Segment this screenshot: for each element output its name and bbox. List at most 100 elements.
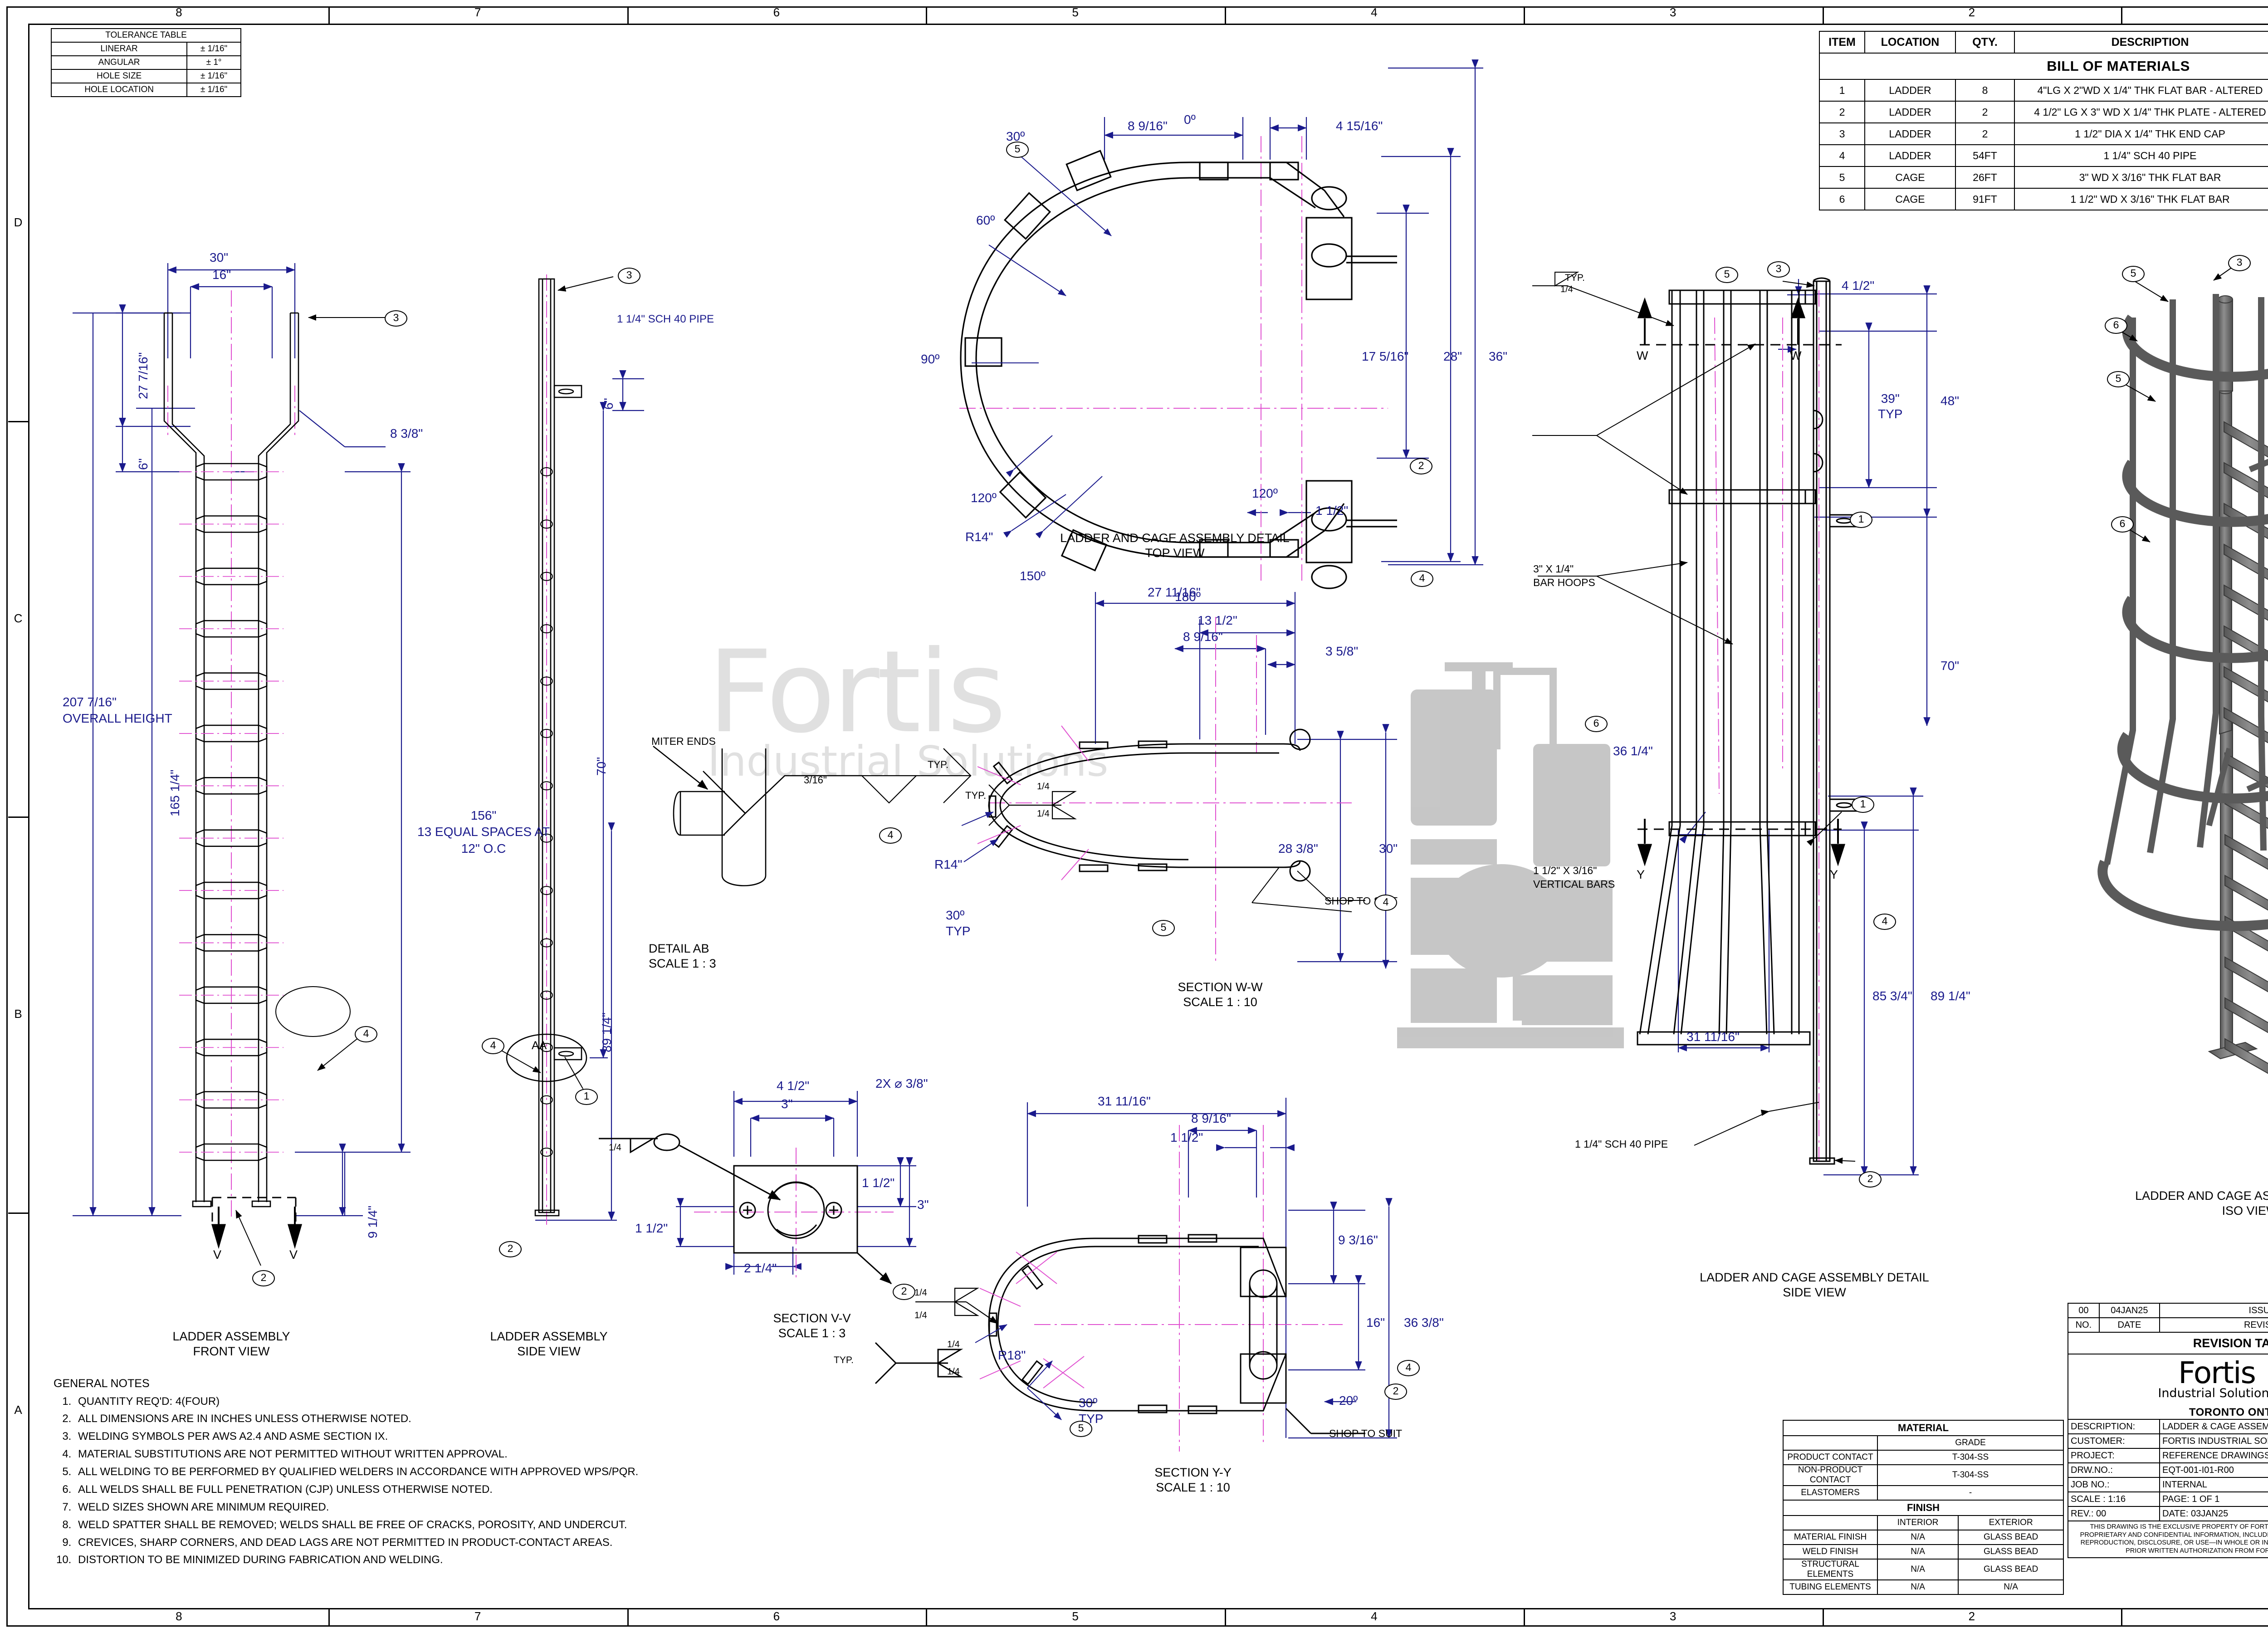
front-view-title: LADDER ASSEMBLY FRONT VIEW xyxy=(172,1330,290,1358)
bom-row: 4 LADDER 54FT 1 1/4" SCH 40 PIPE T-304-S… xyxy=(1819,144,2268,167)
section-yy-title: SECTION Y-Y SCALE 1 : 10 xyxy=(1154,1466,1232,1494)
general-note-item: DISTORTION TO BE MINIMIZED DURING FABRIC… xyxy=(74,1551,779,1569)
balloon-item-4: 4 xyxy=(482,1038,504,1054)
title-block-row: DESCRIPTION: LADDER & CAGE ASSEMBLY xyxy=(2068,1419,2268,1434)
dim-top-a: 8 9/16" xyxy=(1128,119,1168,133)
title-block-value: LADDER & CAGE ASSEMBLY xyxy=(2159,1419,2268,1434)
bom-cell-location: LADDER xyxy=(1864,79,1956,102)
material-title: MATERIAL xyxy=(1783,1420,2064,1436)
tolerance-label: HOLE SIZE xyxy=(50,69,188,83)
angle-120: 120º xyxy=(971,491,997,505)
sheet-border-outer xyxy=(6,6,2268,1627)
zone-bottom-3: 3 xyxy=(1669,1609,1677,1623)
zone-bottom-6: 6 xyxy=(773,1609,780,1623)
section-vv-title: SECTION V-V SCALE 1 : 3 xyxy=(773,1311,851,1340)
bom-cell-item: 5 xyxy=(1819,166,1865,189)
dim-cage-h: 31 11/16" xyxy=(1686,1030,1740,1044)
scale-field: SCALE : 1:16 xyxy=(2068,1491,2160,1507)
revision-date: 04JAN25 xyxy=(2098,1303,2160,1318)
general-note-item: CREVICES, SHARP CORNERS, AND DEAD LAGS A… xyxy=(74,1534,779,1552)
zone-tick-top xyxy=(2121,7,2123,24)
bom-cell-item: 3 xyxy=(1819,122,1865,145)
revision-header-date: DATE xyxy=(2098,1317,2160,1333)
finish-row-label: TUBING ELEMENTS xyxy=(1783,1579,1878,1595)
bom-row: 2 LADDER 2 4 1/2" LG X 3" WD X 1/4" THK … xyxy=(1819,101,2268,123)
balloon-item-2: 2 xyxy=(499,1241,522,1257)
dim-ww-a: 27 11/16" xyxy=(1148,585,1201,599)
finish-col-interior: INTERIOR xyxy=(1877,1515,1959,1530)
title-block-label: CUSTOMER: xyxy=(2068,1433,2160,1449)
zone-bottom-8: 8 xyxy=(176,1609,182,1623)
dim-ww-d: 3 5/8" xyxy=(1325,644,1359,658)
iso-view-title: LADDER AND CAGE ASSEMBLY DETAIL ISO VIEW xyxy=(2135,1189,2268,1217)
bom-cell-description: 3" WD X 3/16" THK FLAT BAR xyxy=(2014,166,2268,189)
balloon-item-5: 5 xyxy=(1070,1421,1092,1437)
title-block-label: DRW.NO.: xyxy=(2068,1462,2160,1478)
revision-header-no: NO. xyxy=(2068,1317,2100,1333)
section-mark-v-left: V xyxy=(213,1248,222,1261)
finish-row-exterior: GLASS BEAD xyxy=(1958,1544,2064,1560)
top-view-title: LADDER AND CAGE ASSEMBLY DETAIL TOP VIEW xyxy=(1060,531,1290,560)
rev-field: REV.: 00 xyxy=(2068,1506,2160,1521)
bom-cell-qty: 91FT xyxy=(1955,188,2015,210)
material-row-label: ELASTOMERS xyxy=(1783,1485,1878,1501)
bom-cell-qty: 8 xyxy=(1955,79,2015,102)
material-row-value: T-304-SS xyxy=(1877,1464,2064,1486)
balloon-item-3: 3 xyxy=(1767,261,1790,278)
zone-top-1: 1 xyxy=(2262,5,2268,20)
dim-top-e: 36" xyxy=(1489,349,1508,363)
weld-size-vv: 1/4 xyxy=(609,1143,621,1153)
dim-cage-d: 70" xyxy=(1941,659,1960,673)
balloon-item-2: 2 xyxy=(893,1284,915,1300)
zone-left-B: B xyxy=(14,1007,22,1021)
bom-header-item: ITEM xyxy=(1819,31,1865,54)
balloon-item-3: 3 xyxy=(385,310,407,327)
bom-cell-item: 4 xyxy=(1819,144,1865,167)
detail-mark-aa: AA xyxy=(532,1039,547,1052)
section-mark-v-right: V xyxy=(289,1248,298,1261)
zone-tick-top xyxy=(1523,7,1525,24)
tolerance-value: ± 1° xyxy=(186,55,241,70)
dim-yy-d: 9 3/16" xyxy=(1338,1233,1378,1247)
material-col-header: GRADE xyxy=(1877,1435,2064,1451)
general-note-item: QUANTITY REQ'D: 4(FOUR) xyxy=(74,1393,779,1411)
general-note-item: MATERIAL SUBSTITUTIONS ARE NOT PERMITTED… xyxy=(74,1446,779,1463)
bom-cell-qty: 26FT xyxy=(1955,166,2015,189)
bom-cell-description: 1 1/4" SCH 40 PIPE xyxy=(2014,144,2268,167)
page-field: PAGE: 1 OF 1 xyxy=(2159,1491,2268,1507)
zone-top-5: 5 xyxy=(1072,5,1079,19)
bom-cell-item: 1 xyxy=(1819,79,1865,102)
balloon-item-4: 4 xyxy=(1374,895,1397,911)
balloon-item-4: 4 xyxy=(1411,571,1433,587)
logo-wordmark: Fortis xyxy=(2178,1355,2256,1391)
tolerance-value: ± 1/16" xyxy=(186,69,241,83)
company-logo: Fortis Industrial Solutions xyxy=(2068,1354,2268,1420)
watermark-logo: Fortis Industrial Solutions xyxy=(708,626,1506,862)
dim-cage-g: 89 1/4" xyxy=(1931,989,1970,1003)
finish-row-exterior: N/A xyxy=(1958,1579,2064,1595)
balloon-item-2: 2 xyxy=(1384,1384,1407,1400)
cage-side-view-title: LADDER AND CAGE ASSEMBLY DETAIL SIDE VIE… xyxy=(1700,1271,1929,1299)
zone-tick-bottom xyxy=(1225,1609,1226,1626)
watermark-line2: Industrial Solutions xyxy=(708,737,1109,786)
zone-tick-left xyxy=(8,420,29,422)
bill-of-materials-table: BILL OF MATERIALS ITEM LOCATION QTY. DES… xyxy=(1819,31,2268,210)
label-miter-ends: MITER ENDS xyxy=(651,735,716,747)
dim-front-rung-run: 165 1/4" xyxy=(168,769,182,816)
bom-cell-location: LADDER xyxy=(1864,122,1956,145)
angle-60: 60º xyxy=(976,213,995,227)
weld-leg-yy-top: 1/4 xyxy=(914,1288,927,1298)
dim-ww-e: 28 3/8" xyxy=(1278,841,1318,856)
dim-vv-g: 2 1/4" xyxy=(744,1261,777,1275)
dim-front-base: 9 1/4" xyxy=(366,1205,380,1238)
bom-header-location: LOCATION xyxy=(1864,31,1956,54)
dim-vv-d: 1 1/2" xyxy=(862,1176,895,1190)
weld-size-cage: 1/4 xyxy=(1560,284,1573,294)
dim-yy-c: 1 1/2" xyxy=(1170,1130,1203,1144)
section-ww-title: SECTION W-W SCALE 1 : 10 xyxy=(1178,980,1263,1009)
balloon-item-1: 1 xyxy=(1852,797,1874,813)
dim-vv-a: 4 1/2" xyxy=(777,1079,810,1093)
bom-header-description: DESCRIPTION xyxy=(2014,31,2268,54)
title-block-row: JOB NO.: INTERNAL xyxy=(2068,1477,2268,1492)
finish-row-exterior: GLASS BEAD xyxy=(1958,1530,2064,1545)
